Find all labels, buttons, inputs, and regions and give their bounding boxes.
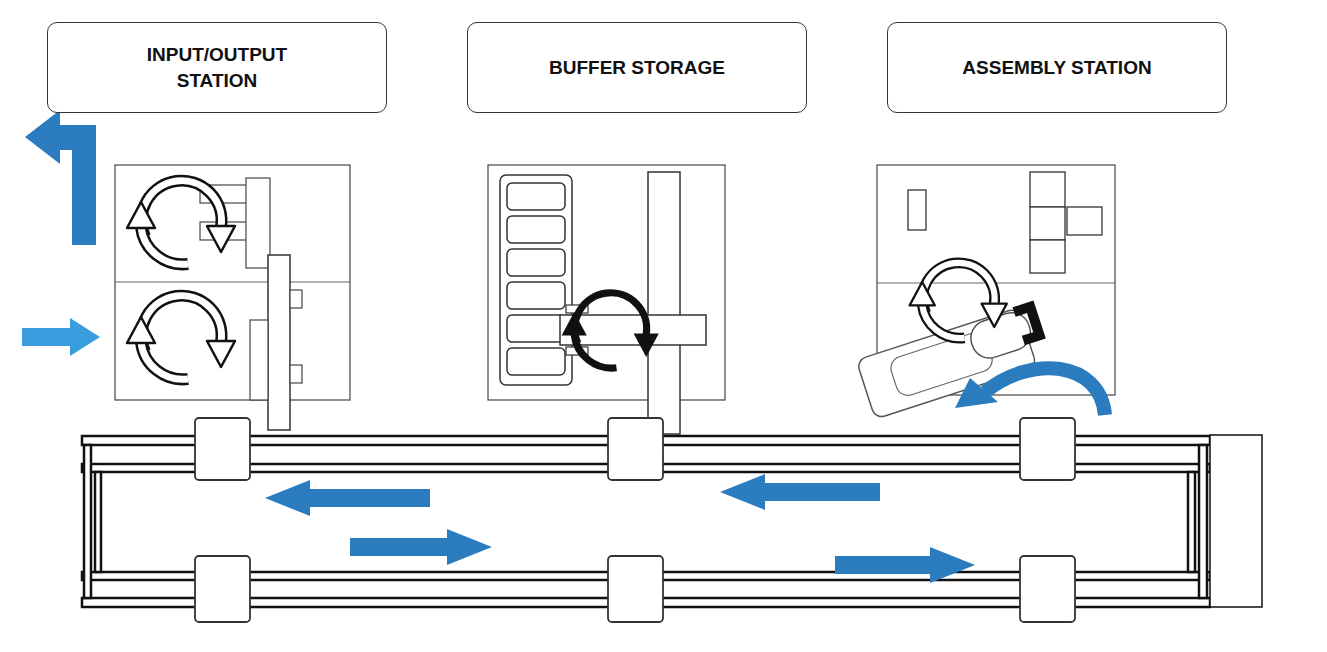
- io-station: [268, 255, 290, 430]
- buffer-storage: [507, 183, 565, 210]
- buffer-storage: [488, 165, 725, 434]
- flow-arrow: [350, 529, 492, 565]
- io-station: [290, 365, 302, 383]
- conveyor: [95, 472, 101, 572]
- io-station: [115, 165, 350, 430]
- flow-arrow: [25, 110, 96, 245]
- flow-arrow: [835, 547, 975, 583]
- buffer-storage: [507, 315, 565, 342]
- assembly-station: [1030, 240, 1065, 273]
- station-label-box: INPUT/OUTPUT STATION: [47, 22, 387, 113]
- io-station: [246, 178, 270, 268]
- buffer-storage: [507, 249, 565, 276]
- assembly-station: [856, 165, 1115, 419]
- conveyor: [1188, 472, 1195, 572]
- assembly-station: [910, 263, 1007, 338]
- station-label-box: BUFFER STORAGE: [467, 22, 807, 113]
- buffer-storage: [500, 175, 572, 385]
- io-station: [115, 165, 350, 400]
- robot-arm: [856, 308, 1037, 419]
- assembly-station: [1030, 172, 1065, 207]
- io-station: [290, 290, 302, 308]
- io-station: [115, 282, 350, 283]
- flow-arrow: [265, 474, 975, 583]
- station-label-box: ASSEMBLY STATION: [887, 22, 1227, 113]
- buffer-storage: [648, 172, 680, 434]
- io-station: [127, 296, 235, 380]
- assembly-station: [985, 368, 1105, 415]
- io-station: [250, 320, 268, 400]
- buffer-storage: [507, 216, 565, 243]
- flow-arrow: [265, 480, 430, 516]
- flow-arrow: [22, 318, 100, 356]
- pallet-carrier: [1020, 556, 1075, 622]
- flow-arrow: [22, 110, 100, 356]
- io-station: [127, 181, 235, 265]
- conveyor: [1210, 435, 1262, 607]
- station-label: INPUT/OUTPUT STATION: [122, 42, 312, 93]
- pallet-carrier: [195, 556, 250, 622]
- flow-arrow: [720, 474, 880, 510]
- pallet-carrier: [1020, 418, 1075, 480]
- conveyor: [1199, 445, 1207, 598]
- robot-arm: [1013, 301, 1046, 346]
- assembly-station: [908, 190, 926, 230]
- buffer-storage: [488, 165, 725, 400]
- conveyor: [82, 435, 1262, 607]
- pallet-carrier: [195, 418, 250, 480]
- station-label: BUFFER STORAGE: [549, 55, 725, 81]
- conveyor: [84, 445, 91, 598]
- assembly-station: [1067, 207, 1102, 235]
- pallet-carrier: [608, 418, 663, 480]
- assembly-station: [1030, 207, 1065, 240]
- assembly-station: [955, 378, 998, 408]
- robot-arm: [856, 301, 1054, 420]
- buffer-storage: [507, 348, 565, 375]
- station-label: ASSEMBLY STATION: [962, 55, 1151, 81]
- buffer-storage: [507, 282, 565, 309]
- buffer-storage: [562, 293, 659, 368]
- pallet-carrier: [195, 418, 1075, 622]
- pallet-carrier: [608, 556, 663, 622]
